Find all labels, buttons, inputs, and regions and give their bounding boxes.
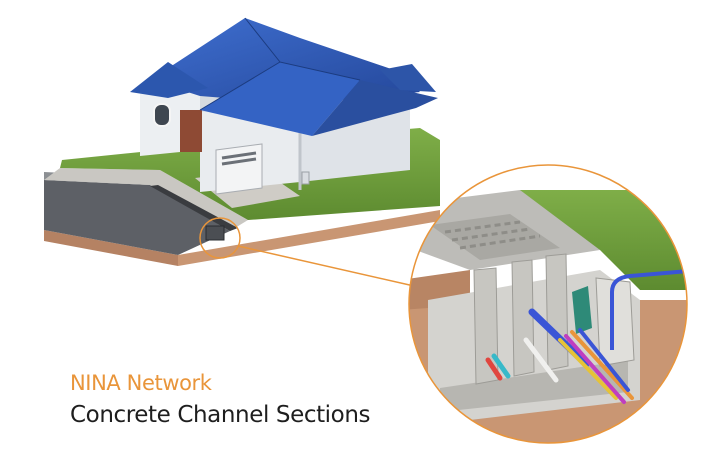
house-scene: [44, 17, 440, 266]
roof-left-gable: [130, 62, 208, 98]
caption-title: NINA Network: [70, 371, 212, 395]
street-channel: [150, 185, 238, 231]
meter-box: [301, 171, 310, 185]
detail-paver-slots: [444, 220, 541, 250]
detail-wall-2: [511, 259, 535, 377]
channel-detail: [409, 165, 687, 443]
roof-far-right: [380, 64, 436, 92]
callout-line: [237, 245, 415, 287]
detail-magnifier-ring: [408, 164, 688, 444]
roof-edge-lines: [199, 17, 361, 111]
detail-channel-floor: [440, 360, 628, 412]
garage-door-windows: [221, 151, 257, 166]
detail-paver-grill: [430, 214, 560, 260]
caption-subtitle: Concrete Channel Sections: [70, 402, 371, 428]
road-surface: [44, 180, 230, 255]
detail-green-cover: [572, 286, 592, 334]
detail-right-channel: [595, 277, 635, 367]
detail-cables: [485, 308, 634, 404]
detail-blue-conduit: [610, 268, 687, 350]
garage-door: [215, 143, 263, 195]
detail-wall-3: [545, 253, 569, 371]
callout-small-circle: [199, 217, 241, 259]
front-window: [153, 103, 171, 127]
brick-entry: [180, 110, 202, 152]
soil-front-side: [44, 230, 178, 266]
callout-connector: [199, 217, 415, 287]
soil-right-side: [178, 210, 440, 266]
channel-pit: [205, 225, 225, 241]
roof-front: [200, 62, 360, 136]
roof-right: [312, 80, 438, 136]
